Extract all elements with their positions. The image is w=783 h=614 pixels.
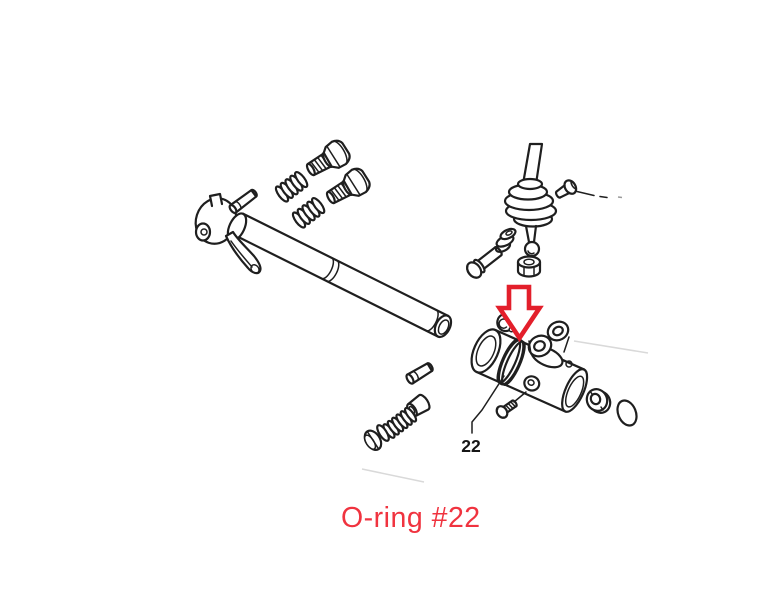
detent-spring-upper [272, 169, 311, 205]
detent-pin [405, 362, 434, 385]
detent-plug-bolt [363, 424, 390, 451]
lever-clamp-bolt [466, 246, 503, 279]
housing-cylinder [470, 312, 589, 419]
bolt-hole-link-line [513, 391, 527, 403]
plug-bolt-lower [320, 164, 374, 211]
lever-nut [516, 255, 542, 278]
lever-dust-boot [503, 177, 558, 228]
side-bolt-leader-dash [576, 190, 595, 197]
lever-grommet [494, 227, 517, 253]
part-number-label: 22 [461, 436, 481, 456]
caption-text: O-ring #22 [341, 502, 481, 534]
housing-bore-opening [564, 375, 585, 408]
yoke-bracket [527, 320, 570, 369]
side-bolt-leader-dash [617, 196, 623, 199]
housing-left-face [470, 328, 502, 374]
shift-rail-tube [231, 212, 453, 339]
housing-side-hole [523, 375, 541, 392]
lever-side-bolt [554, 179, 578, 199]
o-ring-seal [616, 399, 638, 427]
shift-fork [194, 192, 262, 275]
fork-pin [228, 188, 258, 215]
housing-screw [495, 399, 518, 419]
yoke-hole [552, 325, 564, 337]
lever-ball-neck [524, 224, 538, 244]
lever-rod [521, 142, 544, 186]
seal-ring [585, 388, 612, 414]
detent-coil-spring [382, 406, 418, 439]
yoke-hole [533, 340, 546, 352]
fork-lever-arm [224, 230, 262, 275]
faint-artifact-line [361, 468, 425, 483]
gear-shift-lever [503, 142, 558, 258]
housing-top-hole [565, 360, 573, 368]
part-22-leader-line [471, 375, 505, 434]
detent-spring-lower [289, 195, 328, 231]
red-down-arrow-icon [495, 284, 544, 343]
faint-artifact-line [573, 340, 649, 354]
side-bolt-leader-dash [599, 195, 608, 199]
